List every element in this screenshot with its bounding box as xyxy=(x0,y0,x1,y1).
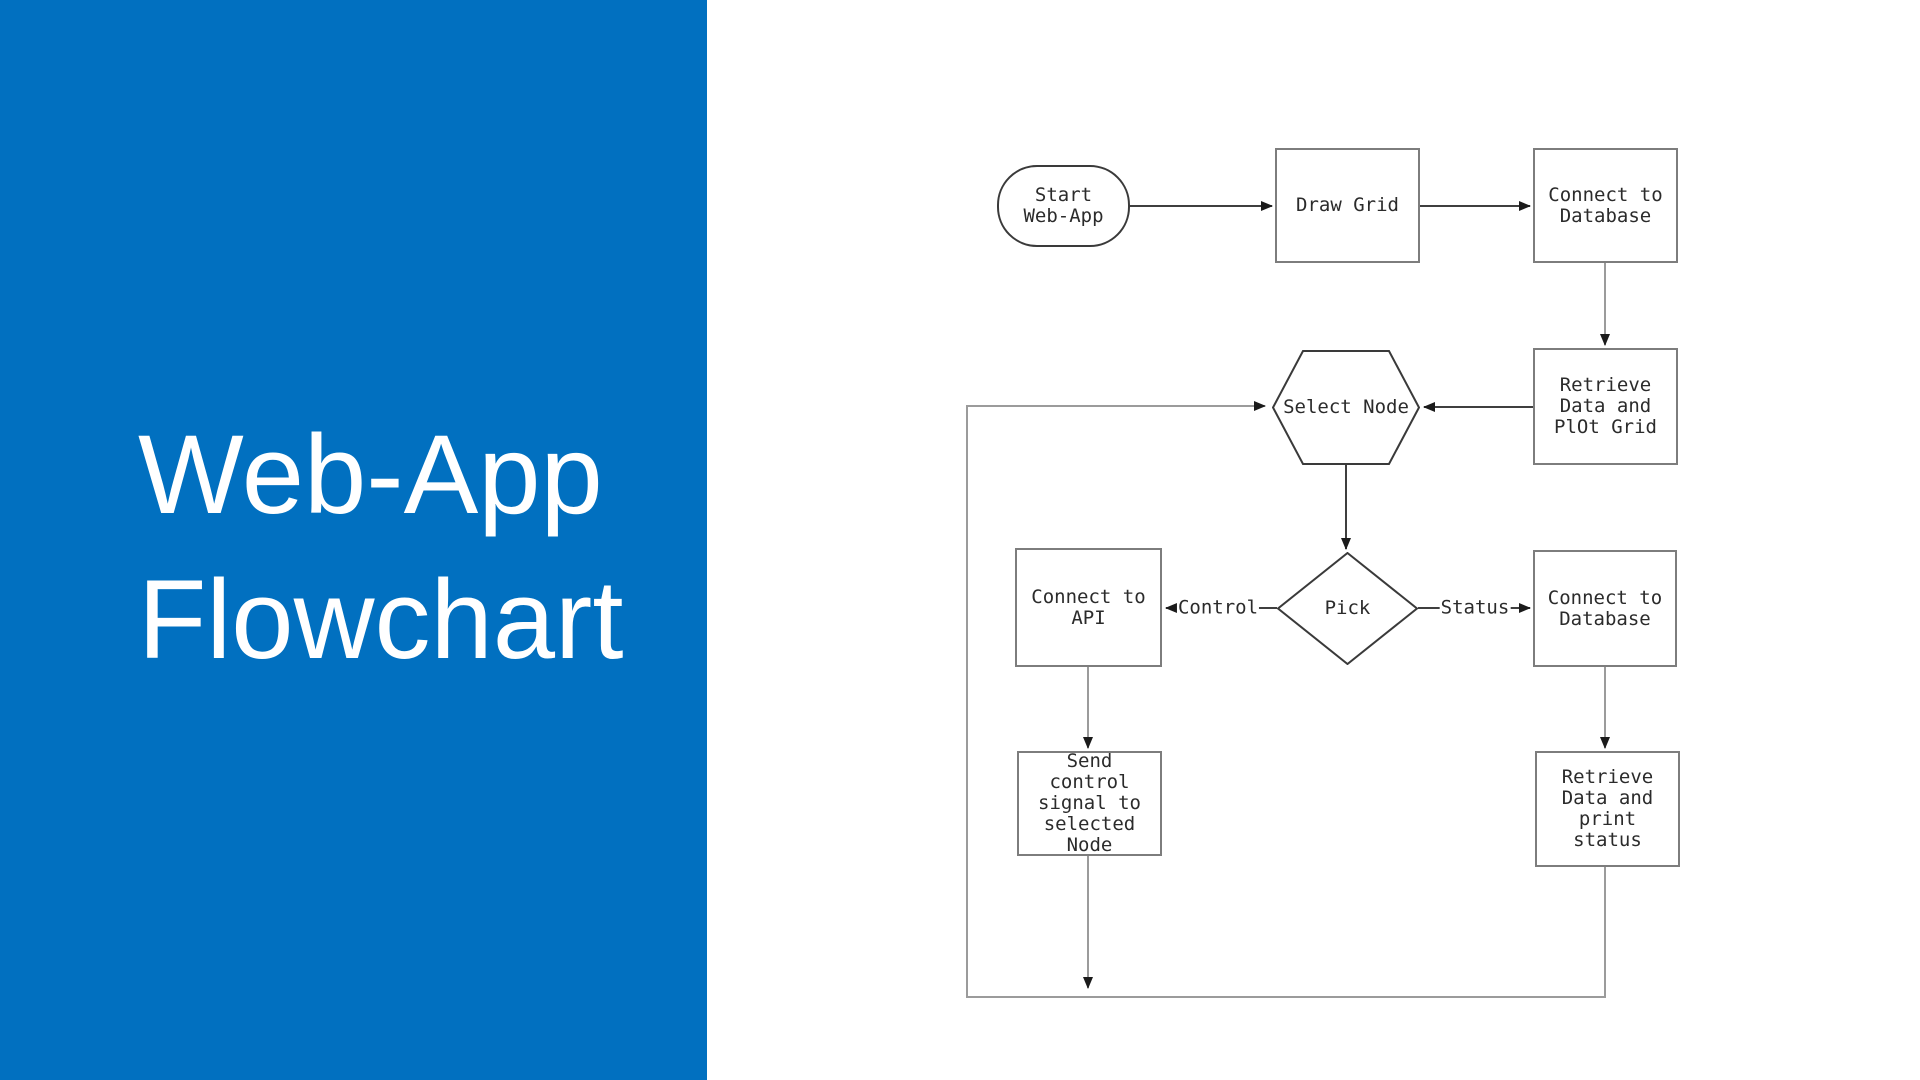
flow-node-select-node-label: Select Node xyxy=(1283,396,1409,418)
flow-node-retrieve-plot-label: Retrieve Data and PlOt Grid xyxy=(1554,374,1657,438)
flow-node-select-node: Select Node xyxy=(1272,350,1420,465)
flow-node-send-control: Send control signal to selected Node xyxy=(1017,751,1162,856)
title-panel: Web-App Flowchart xyxy=(0,0,707,1080)
flow-node-retrieve-print-label: Retrieve Data and print status xyxy=(1561,766,1654,851)
edge-label-control: Control xyxy=(1176,596,1260,619)
slide-title-line-2: Flowchart xyxy=(138,557,624,682)
flow-node-retrieve-print: Retrieve Data and print status xyxy=(1535,751,1680,867)
flow-node-connect-db-top-label: Connect to Database xyxy=(1548,183,1663,227)
flow-node-send-control-label: Send control signal to selected Node xyxy=(1038,750,1141,856)
flow-node-connect-api: Connect to API xyxy=(1015,548,1162,667)
flow-node-pick-label: Pick xyxy=(1324,597,1371,619)
diamond-shape xyxy=(1277,552,1418,665)
flow-node-connect-db-right: Connect to Database xyxy=(1533,550,1677,667)
flow-node-pick: Pick xyxy=(1277,552,1418,665)
flow-node-connect-db-right-label: Connect to Database xyxy=(1547,586,1663,630)
flow-node-start: Start Web-App xyxy=(997,165,1130,247)
flow-node-connect-db-top: Connect to Database xyxy=(1533,148,1678,263)
edge-loop-to-selectnode xyxy=(966,401,1606,998)
edge-label-status: Status xyxy=(1439,596,1511,619)
flow-node-start-label: Start Web-App xyxy=(1023,184,1104,227)
slide-title-line-1: Web-App xyxy=(138,412,603,537)
flow-node-connect-api-label: Connect to API xyxy=(1031,585,1146,629)
flow-node-retrieve-plot: Retrieve Data and PlOt Grid xyxy=(1533,348,1678,465)
slide-title: Web-App Flowchart xyxy=(138,402,623,692)
flow-node-draw-grid: Draw Grid xyxy=(1275,148,1420,263)
hexagon-shape xyxy=(1272,350,1420,465)
flow-node-draw-grid-label: Draw Grid xyxy=(1296,194,1399,216)
